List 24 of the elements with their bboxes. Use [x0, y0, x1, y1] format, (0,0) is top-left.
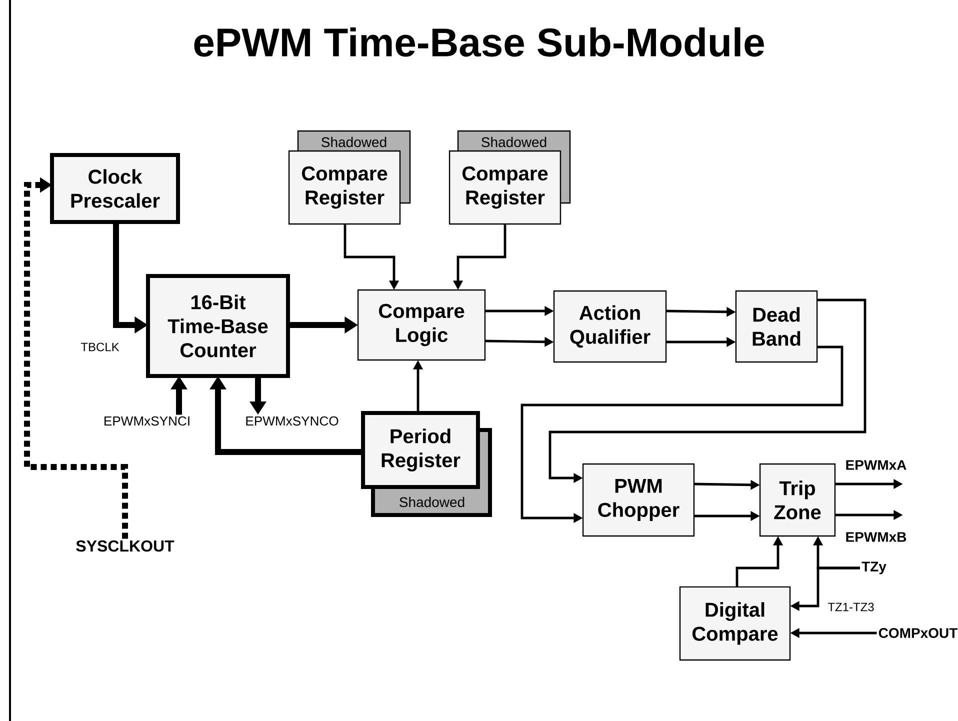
signal-label: COMPxOUT: [878, 628, 958, 638]
block-box: Dead Band: [735, 290, 818, 363]
block-box: Trip Zone: [759, 463, 836, 537]
signal-label: SYSCLKOUT: [76, 540, 174, 552]
register-box: Period Register Shadowed: [361, 411, 492, 517]
register-box: Shadowed Compare Register: [448, 130, 571, 225]
signal-label: TZy: [862, 562, 886, 574]
block-box: Digital Compare: [679, 586, 791, 661]
block-box: 16-Bit Time-Base Counter: [146, 274, 290, 378]
signal-label: EPWMxA: [846, 460, 906, 470]
block-box: Clock Prescaler: [50, 153, 180, 224]
signal-label: EPWMxB: [846, 532, 906, 542]
edge-label: TBCLK: [79, 341, 121, 353]
block-box: Action Qualifier: [553, 290, 667, 363]
node-label: Shadowed: [322, 136, 386, 148]
signal-label: EPWMxSYNCO: [246, 416, 338, 426]
block-box: Compare Logic: [357, 289, 486, 361]
register-box: Shadowed Compare Register: [288, 130, 411, 225]
arrow: [24, 177, 128, 539]
node-label: Shadowed: [482, 136, 546, 148]
block-box: PWM Chopper: [582, 463, 695, 537]
edge-label: TZ1-TZ3: [826, 601, 876, 613]
title: ePWM Time-Base Sub-Module: [194, 27, 764, 57]
signal-label: EPWMxSYNCI: [104, 416, 190, 426]
